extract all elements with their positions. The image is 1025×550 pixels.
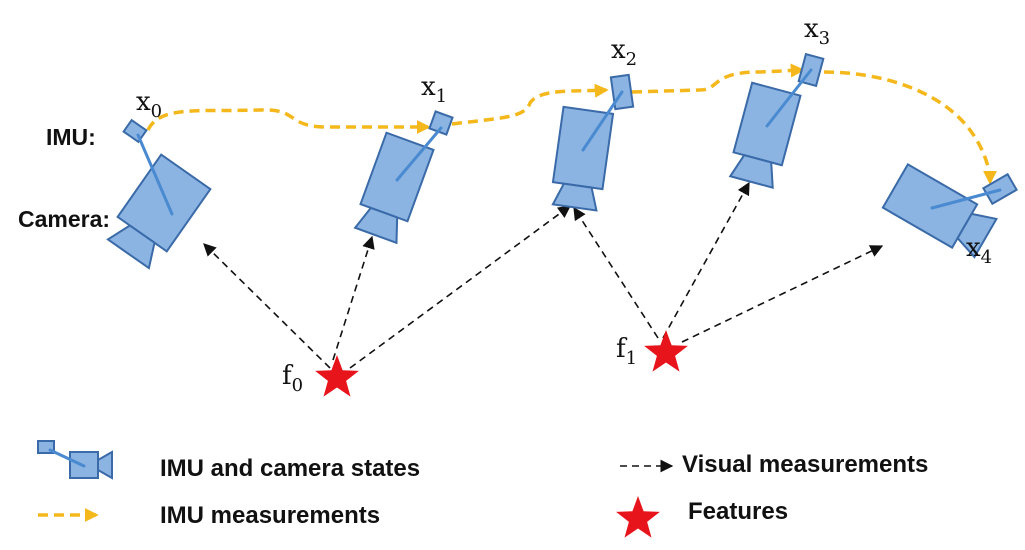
imu-measurement-path-2 xyxy=(451,83,609,126)
svg-text:f1: f1 xyxy=(616,334,637,369)
svg-text:x1: x1 xyxy=(421,72,447,107)
visual-arrow-f0-x1 xyxy=(332,235,375,361)
feature-label-f1: f1 xyxy=(616,334,637,369)
imu-measurement-path-3 xyxy=(631,63,805,94)
legend-imu-measurements-label: IMU measurements xyxy=(160,502,380,529)
imu-measurement-path xyxy=(146,108,431,134)
camera-state-x1 xyxy=(353,110,454,245)
imu-row-label: IMU: xyxy=(46,124,96,150)
feature-star-f1 xyxy=(644,330,688,372)
camera-state-x2 xyxy=(551,73,635,212)
state-label-x3: x3 xyxy=(804,14,830,49)
visual-arrow-f1-x3 xyxy=(662,181,750,339)
legend-visual-measurements-label: Visual measurements xyxy=(682,451,928,478)
camera-state-x0 xyxy=(106,118,212,270)
svg-text:x4: x4 xyxy=(966,233,992,268)
legend-feature-star xyxy=(616,496,660,538)
state-label-x2: x2 xyxy=(611,35,637,70)
legend: IMU and camera states IMU measurements V… xyxy=(37,440,928,538)
legend-camera-states-label: IMU and camera states xyxy=(160,455,420,482)
visual-arrow-f0-x0 xyxy=(203,243,331,369)
camera-state-x3 xyxy=(728,52,825,189)
legend-features-label: Features xyxy=(688,498,788,525)
state-label-x1: x1 xyxy=(421,72,447,107)
visual-arrow-f1-x2 xyxy=(573,206,659,339)
camera-row-label: Camera: xyxy=(18,206,110,232)
visual-arrow-f1-x4 xyxy=(681,245,884,343)
visual-arrow-f0-x2 xyxy=(349,205,572,369)
svg-text:f0: f0 xyxy=(282,361,303,396)
state-label-x0: x0 xyxy=(136,87,162,122)
camera-state-x4 xyxy=(881,162,1018,259)
svg-text:x3: x3 xyxy=(804,14,830,49)
state-label-x4: x4 xyxy=(966,233,992,268)
svg-text:x2: x2 xyxy=(611,35,637,70)
imu-measurement-path-4 xyxy=(823,70,997,185)
legend-camera-icon xyxy=(37,440,113,480)
feature-star-f0 xyxy=(315,355,359,397)
svg-text:x0: x0 xyxy=(136,87,162,122)
feature-label-f0: f0 xyxy=(282,361,303,396)
